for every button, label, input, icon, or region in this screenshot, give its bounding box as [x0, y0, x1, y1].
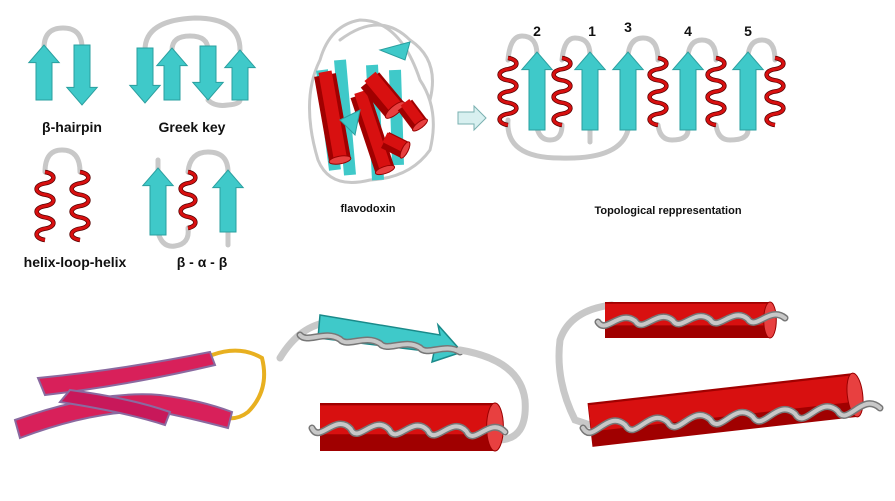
loop-coil [456, 346, 529, 444]
label-topological-representation: Topological reppresentation [594, 205, 742, 217]
strand-number: 1 [588, 23, 596, 39]
alpha-helix [552, 56, 572, 127]
helix-backbone-coil [581, 401, 882, 435]
helix-cylinder-end [374, 164, 396, 176]
strand-number: 2 [533, 23, 541, 39]
beta-strand-arrow [27, 44, 61, 101]
loop-coil [169, 33, 211, 53]
helix-backbone-coil [310, 422, 507, 438]
beta-strand-arrow [731, 51, 765, 131]
loop-coil [185, 149, 231, 175]
beta-strand-ribbon [36, 350, 217, 397]
helix-backbone-coil [596, 312, 787, 328]
loop-coil [42, 147, 83, 175]
label-helix-loop-helix: helix-loop-helix [23, 254, 127, 270]
loop-coil [307, 18, 435, 184]
helix-cylinder-end [412, 118, 428, 132]
alpha-helix [70, 170, 90, 242]
helix-cylinder-end [328, 155, 352, 165]
loop-coil [745, 37, 778, 63]
beta-strand-arrow [520, 51, 554, 131]
loop-coil [142, 15, 243, 53]
beta-strand-arrow [141, 167, 175, 236]
right-arrow-icon [457, 104, 487, 132]
label-greek-key: Greek key [158, 119, 226, 135]
beta-strand-arrow [191, 45, 225, 101]
helix-cylinder [354, 90, 391, 169]
label-beta-alpha-beta: β - α - β [176, 254, 228, 270]
beta-strand-arrow [339, 109, 361, 137]
loop-coil [205, 97, 243, 108]
loop-coil [625, 35, 661, 63]
alpha-helix [648, 56, 668, 127]
strand-number: 4 [684, 23, 692, 39]
alpha-helix [35, 170, 55, 242]
loop-coil [505, 33, 540, 63]
loop-coil [155, 225, 191, 249]
beta-strand-arrow [65, 44, 99, 106]
helix-cylinder [382, 132, 408, 153]
helix-cylinder [588, 375, 857, 432]
helix-backbone-coil [298, 333, 462, 354]
loop-coil [41, 25, 85, 51]
alpha-helix [765, 56, 785, 127]
loop-coil [338, 23, 434, 102]
beta-strand-arrow [378, 41, 411, 61]
beta-strand-arrow [155, 47, 189, 101]
loop-coil [559, 35, 593, 63]
loop-coil [685, 37, 719, 63]
beta-strand-arrow [573, 51, 607, 131]
alpha-helix [498, 56, 518, 127]
alpha-helix [179, 170, 197, 230]
alpha-helix [706, 56, 726, 127]
loop-coil [655, 122, 691, 143]
strand-number: 3 [624, 19, 632, 35]
beta-strand-arrow [611, 51, 645, 131]
beta-strand-arrow [223, 49, 257, 101]
loop-coil [713, 122, 751, 143]
loop-coil [211, 348, 267, 421]
loop-coil [534, 122, 565, 143]
label-beta-hairpin: β-hairpin [42, 119, 102, 135]
strand-number: 5 [744, 23, 752, 39]
beta-strand-arrow [671, 51, 705, 131]
loop-coil [555, 301, 616, 429]
helix-cylinder [318, 70, 347, 158]
helix-cylinder-end [384, 101, 406, 119]
beta-strand-arrow [211, 169, 245, 233]
helix-cylinder-end [399, 141, 411, 159]
label-flavodoxin: flavodoxin [340, 203, 396, 215]
beta-strand-arrow [128, 47, 162, 104]
helix-cylinder [400, 99, 425, 126]
beta-strand-ribbon [58, 388, 172, 427]
helix-cylinder [364, 71, 401, 112]
loop-coil [505, 117, 631, 161]
